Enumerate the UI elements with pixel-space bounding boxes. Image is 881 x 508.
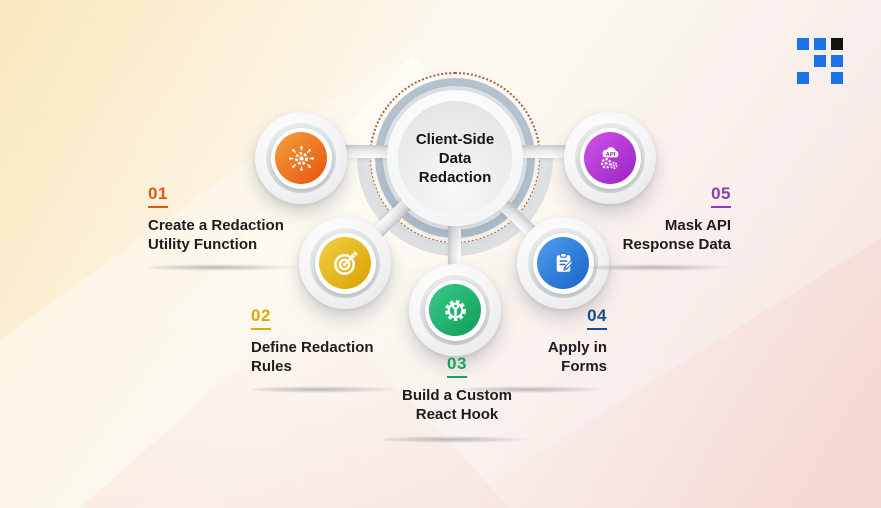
step-label-line: Define Redaction xyxy=(251,339,374,356)
logo-square-blue xyxy=(797,72,809,84)
gear-network-icon xyxy=(288,145,314,171)
hub-title-line: Data xyxy=(438,149,472,167)
hub-circle: Client-Side Data Redaction xyxy=(387,90,523,226)
step-label-line: Create a Redaction xyxy=(148,217,284,234)
satellite-ring xyxy=(420,275,490,345)
step-1-number: 01 xyxy=(148,184,168,208)
logo-square-blue xyxy=(814,55,826,67)
text-shadow-swoosh xyxy=(148,264,300,271)
hub-title-line: Client-Side xyxy=(415,130,495,148)
satellite-ring: API xyxy=(575,123,645,193)
logo-square-empty xyxy=(814,72,826,84)
hub-title: Client-Side Data Redaction xyxy=(416,130,494,187)
step-1-text: 01 Create a Redaction Utility Function xyxy=(148,184,328,254)
logo-square-black xyxy=(831,38,843,50)
step-label-line: Mask API xyxy=(664,217,731,234)
step-label-line: Response Data xyxy=(622,236,731,253)
step-4-label: Apply in Forms xyxy=(487,338,607,376)
logo-square-empty xyxy=(797,55,809,67)
logo-square-blue xyxy=(831,72,843,84)
step-3-icon-circle xyxy=(429,284,481,336)
step-3-number: 03 xyxy=(447,354,467,378)
logo-square-blue xyxy=(814,38,826,50)
hub-inner-circle: Client-Side Data Redaction xyxy=(398,101,512,215)
text-shadow-swoosh xyxy=(383,436,531,443)
api-label: API xyxy=(605,151,615,157)
logo-square-blue xyxy=(831,55,843,67)
step-label-line: Apply in xyxy=(547,339,607,356)
step-label-line: Rules xyxy=(251,358,292,375)
text-shadow-swoosh xyxy=(251,386,399,393)
hub-title-line: Redaction xyxy=(418,168,492,186)
step-label-line: Forms xyxy=(561,358,607,375)
step-2-label: Define Redaction Rules xyxy=(251,338,411,376)
satellite-inner: API xyxy=(579,127,641,189)
step-1-icon-circle xyxy=(275,132,327,184)
step-4-number: 04 xyxy=(587,306,607,330)
step-label-line: React Hook xyxy=(415,406,499,423)
text-shadow-swoosh xyxy=(462,386,607,393)
step-5-icon-circle: API xyxy=(584,132,636,184)
step-label-line: Utility Function xyxy=(148,236,258,253)
step-5-label: Mask API Response Data xyxy=(571,216,731,254)
step-2-number: 02 xyxy=(251,306,271,330)
step-1-label: Create a Redaction Utility Function xyxy=(148,216,328,254)
target-arrow-icon xyxy=(333,250,358,275)
logo-square-blue xyxy=(797,38,809,50)
api-cloud-gears-icon: API xyxy=(600,146,618,169)
step-5-number: 05 xyxy=(711,184,731,208)
gear-wrench-icon xyxy=(444,299,466,321)
satellite-ring xyxy=(266,123,336,193)
brand-logo xyxy=(797,38,843,84)
step-5-text: 05 Mask API Response Data xyxy=(571,184,731,254)
step-4-text: 04 Apply in Forms xyxy=(487,306,607,376)
text-shadow-swoosh xyxy=(584,264,732,271)
satellite-inner xyxy=(270,127,332,189)
satellite-inner xyxy=(424,279,486,341)
satellite-step-5: API xyxy=(564,112,656,204)
